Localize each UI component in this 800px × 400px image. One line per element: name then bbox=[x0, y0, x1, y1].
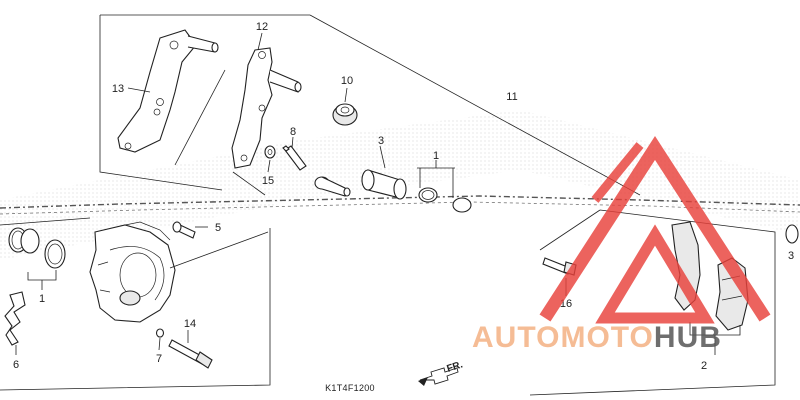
leader-7 bbox=[158, 337, 161, 351]
part-10 bbox=[332, 103, 358, 126]
washer-15-hole bbox=[267, 149, 273, 155]
divider-line bbox=[174, 69, 226, 166]
label-14: 14 bbox=[184, 318, 196, 330]
label-8: 8 bbox=[290, 126, 296, 138]
leader-2 bbox=[689, 322, 741, 355]
label-3a: 3 bbox=[378, 135, 384, 147]
sleeve-3 bbox=[361, 169, 407, 200]
label-5: 5 bbox=[215, 222, 221, 234]
watermark-text-moto: MOTO bbox=[560, 321, 653, 354]
front-label: FR. bbox=[446, 359, 465, 375]
washer-7 bbox=[155, 328, 165, 338]
pin-collar bbox=[314, 176, 351, 197]
label-15: 15 bbox=[262, 175, 274, 187]
watermark-logo bbox=[539, 136, 771, 324]
label-7: 7 bbox=[156, 353, 162, 365]
pin-14 bbox=[168, 339, 213, 369]
leader-1a bbox=[417, 160, 455, 198]
break-line-2 bbox=[0, 201, 800, 215]
front-arrow bbox=[418, 367, 459, 386]
leader-15 bbox=[267, 159, 271, 173]
bracket-12 bbox=[231, 47, 302, 169]
break-line bbox=[0, 195, 800, 209]
watermark-text-hub: HUB bbox=[654, 321, 722, 354]
group-box-caliper bbox=[0, 217, 271, 391]
caliper-body bbox=[89, 221, 176, 323]
washer-15 bbox=[264, 145, 276, 159]
watermark-text-auto: AUTO bbox=[472, 321, 560, 354]
leader-8 bbox=[291, 136, 294, 149]
seal-3-right bbox=[785, 224, 799, 244]
group-box-brackets bbox=[99, 14, 310, 191]
label-10: 10 bbox=[341, 75, 353, 87]
leader-3a bbox=[379, 145, 386, 169]
bolt-8 bbox=[282, 145, 307, 171]
label-12: 12 bbox=[256, 21, 268, 33]
leader-13 bbox=[127, 87, 151, 93]
pad-spring-6 bbox=[4, 291, 26, 346]
leader-12 bbox=[257, 32, 263, 51]
seals-1-left bbox=[8, 227, 66, 269]
screw-5 bbox=[172, 221, 196, 239]
seals-1-top bbox=[418, 187, 472, 213]
label-13: 13 bbox=[112, 83, 124, 95]
leader-10 bbox=[344, 87, 348, 103]
bracket-plate-13 bbox=[117, 29, 219, 153]
label-11: 11 bbox=[506, 91, 517, 103]
group-box-pads bbox=[529, 209, 776, 396]
leader-caliper bbox=[169, 231, 269, 269]
watermark-text: AUTOMOTOHUB bbox=[472, 321, 722, 354]
label-1b: 1 bbox=[39, 293, 45, 305]
label-3b: 3 bbox=[788, 250, 794, 262]
leader-1b bbox=[27, 270, 57, 290]
leader-11 bbox=[309, 14, 641, 196]
label-1a: 1 bbox=[433, 150, 439, 162]
leader-bracket bbox=[232, 171, 266, 196]
label-6: 6 bbox=[13, 359, 19, 371]
label-2: 2 bbox=[701, 360, 707, 372]
diagram-code: K1T4F1200 bbox=[325, 383, 375, 393]
